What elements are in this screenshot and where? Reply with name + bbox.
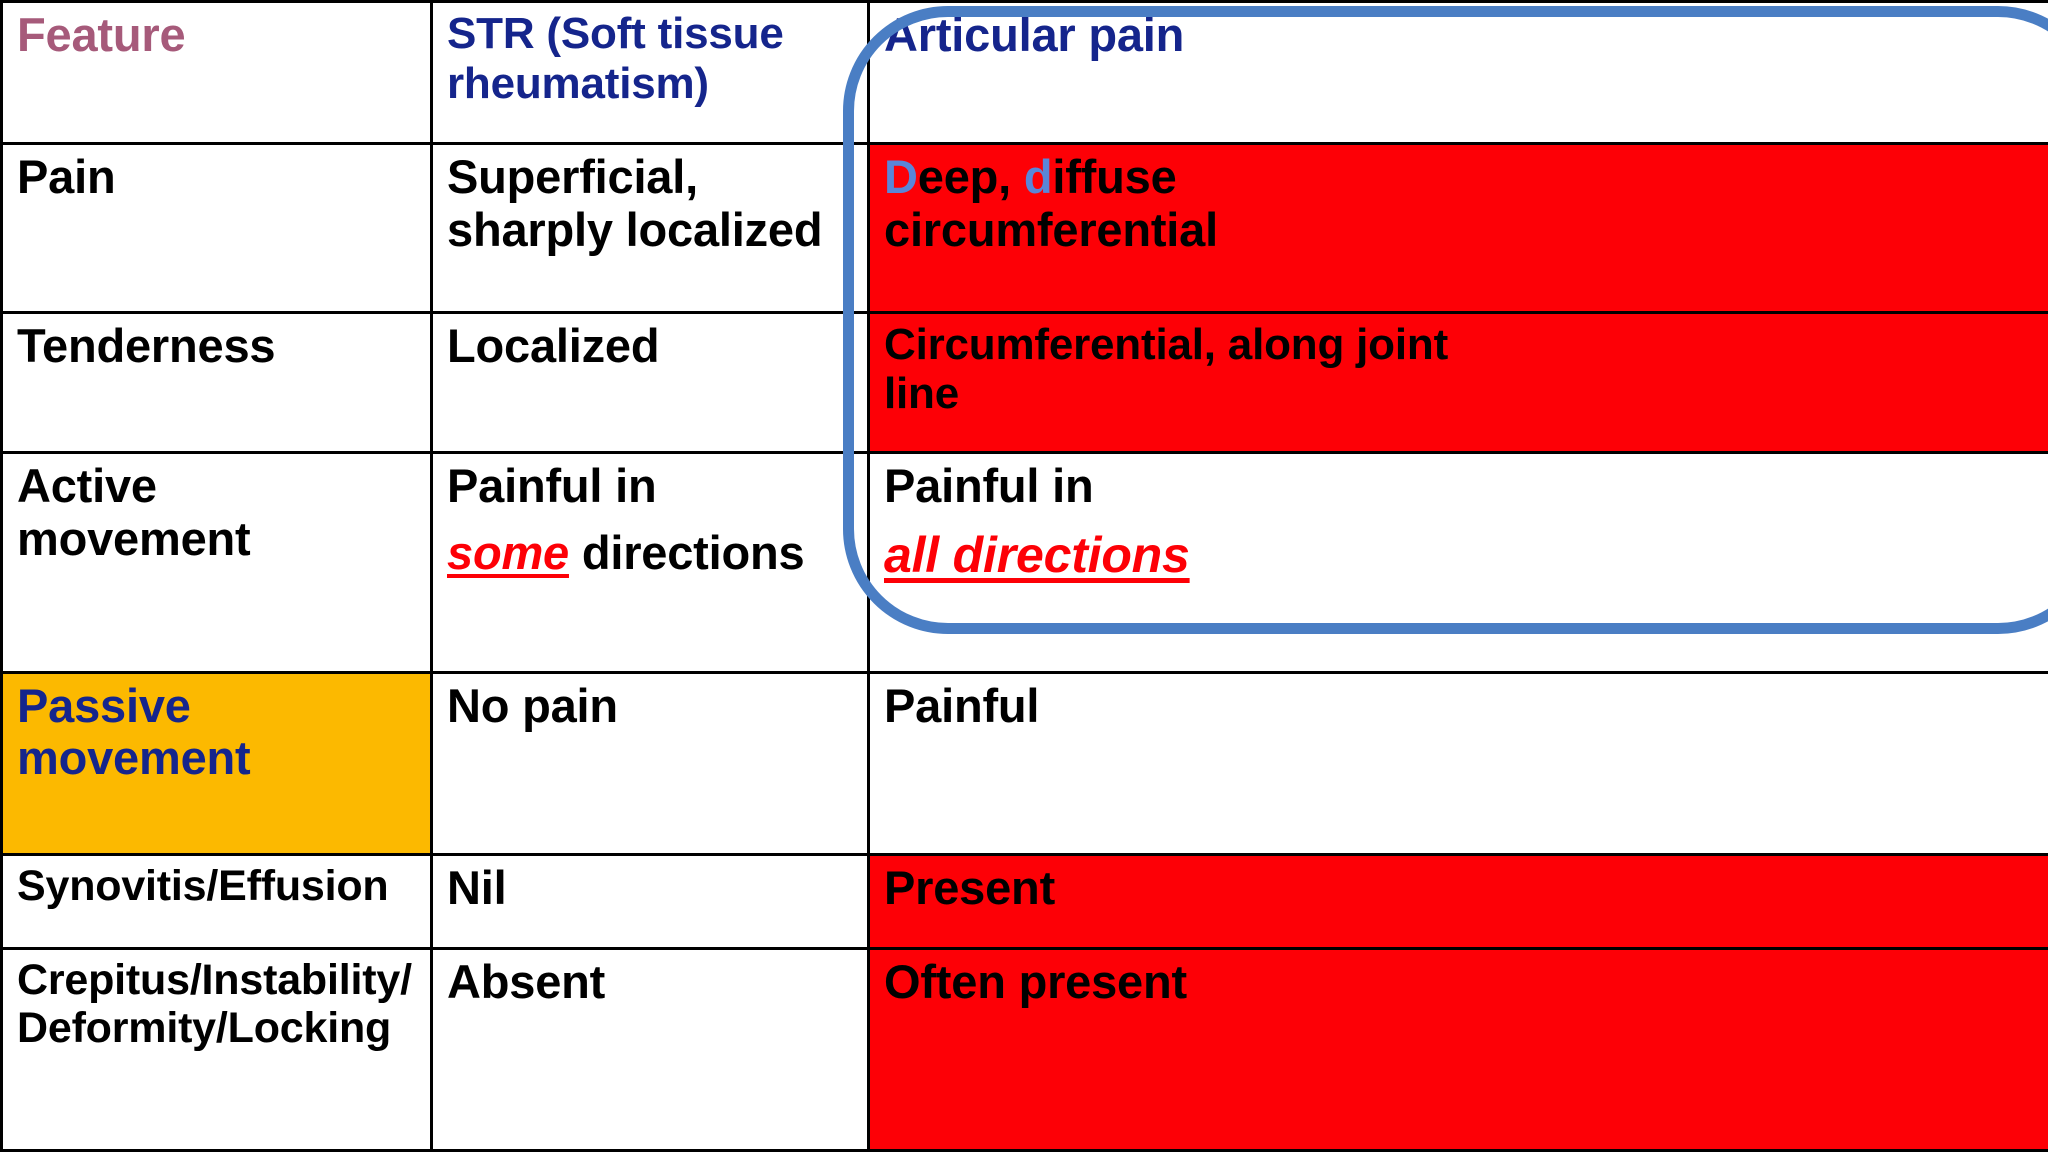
table-header-row: Feature STR (Soft tissue rheumatism) Art… [0,0,2048,146]
header-cell-feature: Feature [0,0,433,146]
pain-articular-rest1: eep, [917,150,1024,204]
cell-synovitis-articular: Present [867,853,2048,950]
cell-synovitis-str: Nil [430,853,870,950]
crepitus-feature-line1: Crepitus/Instability/ [17,955,412,1004]
crepitus-feature-line2: Deformity/Locking [17,1003,392,1052]
cell-active-str: Painful in some directions [430,451,870,674]
cell-passive-feature: Passive movement [0,670,433,857]
active-articular-spacer [884,513,2038,527]
header-label-feature: Feature [17,8,186,61]
active-feature-line2: movement [17,511,251,565]
pain-articular-line2: circumferential [884,202,1218,256]
active-str-spacer [447,513,857,527]
crepitus-articular-label: Often present [884,954,1187,1008]
header-cell-str: STR (Soft tissue rheumatism) [430,0,870,146]
cell-tenderness-articular: Circumferential, along joint line [867,311,2048,455]
pain-str-line1: Superficial, [447,150,698,204]
pain-articular-letter-d: D [884,150,918,204]
table-row: Pain Superficial, sharply localized Deep… [0,142,2048,315]
cell-tenderness-feature: Tenderness [0,311,433,455]
table-row: Crepitus/Instability/ Deformity/Locking … [0,946,2048,1152]
crepitus-str-label: Absent [447,954,606,1008]
header-label-str-line2: rheumatism) [447,59,709,109]
cell-pain-str: Superficial, sharply localized [430,142,870,315]
synovitis-str-label: Nil [447,861,507,915]
passive-str-label: No pain [447,678,618,732]
pain-articular-letter-d2: d [1023,150,1053,204]
cell-active-feature: Active movement [0,451,433,674]
active-articular-line1: Painful in [884,459,1094,513]
cell-tenderness-str: Localized [430,311,870,455]
pain-str-line2: sharply localized [447,202,823,256]
cell-crepitus-feature: Crepitus/Instability/ Deformity/Locking [0,946,433,1152]
synovitis-articular-label: Present [884,861,1056,915]
passive-articular-label: Painful [884,678,1040,732]
tenderness-articular-line1: Circumferential, along joint [884,320,1449,370]
active-articular-line2: all directions [884,527,2038,583]
active-str-emphasis: some [447,525,569,579]
cell-synovitis-feature: Synovitis/Effusion [0,853,433,950]
active-feature-line1: Active [17,459,157,513]
cell-crepitus-articular: Often present [867,946,2048,1152]
active-str-line2-rest: directions [568,525,805,579]
pain-articular-rest2: iffuse [1052,150,1177,204]
table-row: Tenderness Localized Circumferential, al… [0,311,2048,455]
header-label-articular: Articular pain [884,8,1185,61]
cell-pain-feature: Pain [0,142,433,315]
cell-pain-articular: Deep, diffuse circumferential [867,142,2048,315]
active-articular-emphasis: all directions [884,526,1190,583]
cell-active-articular: Painful in all directions [867,451,2048,674]
pain-articular-line1: Deep, diffuse [884,150,2038,204]
tenderness-feature-label: Tenderness [17,319,276,373]
cell-crepitus-str: Absent [430,946,870,1152]
passive-feature-line2: movement [17,731,251,785]
header-cell-articular: Articular pain [867,0,2048,146]
cell-passive-str: No pain [430,670,870,857]
active-str-line2: some directions [447,525,857,580]
table-row: Synovitis/Effusion Nil Present [0,853,2048,950]
header-label-str-line1: STR (Soft tissue [447,9,784,58]
active-str-line1: Painful in [447,459,657,513]
table-row: Passive movement No pain Painful [0,670,2048,857]
table-row: Active movement Painful in some directio… [0,451,2048,674]
synovitis-feature-label: Synovitis/Effusion [17,862,389,911]
cell-passive-articular: Painful [867,670,2048,857]
tenderness-str-label: Localized [447,319,660,373]
passive-feature-line1: Passive [17,678,191,732]
pain-feature-label: Pain [17,150,116,204]
tenderness-articular-line2: line [884,369,959,419]
